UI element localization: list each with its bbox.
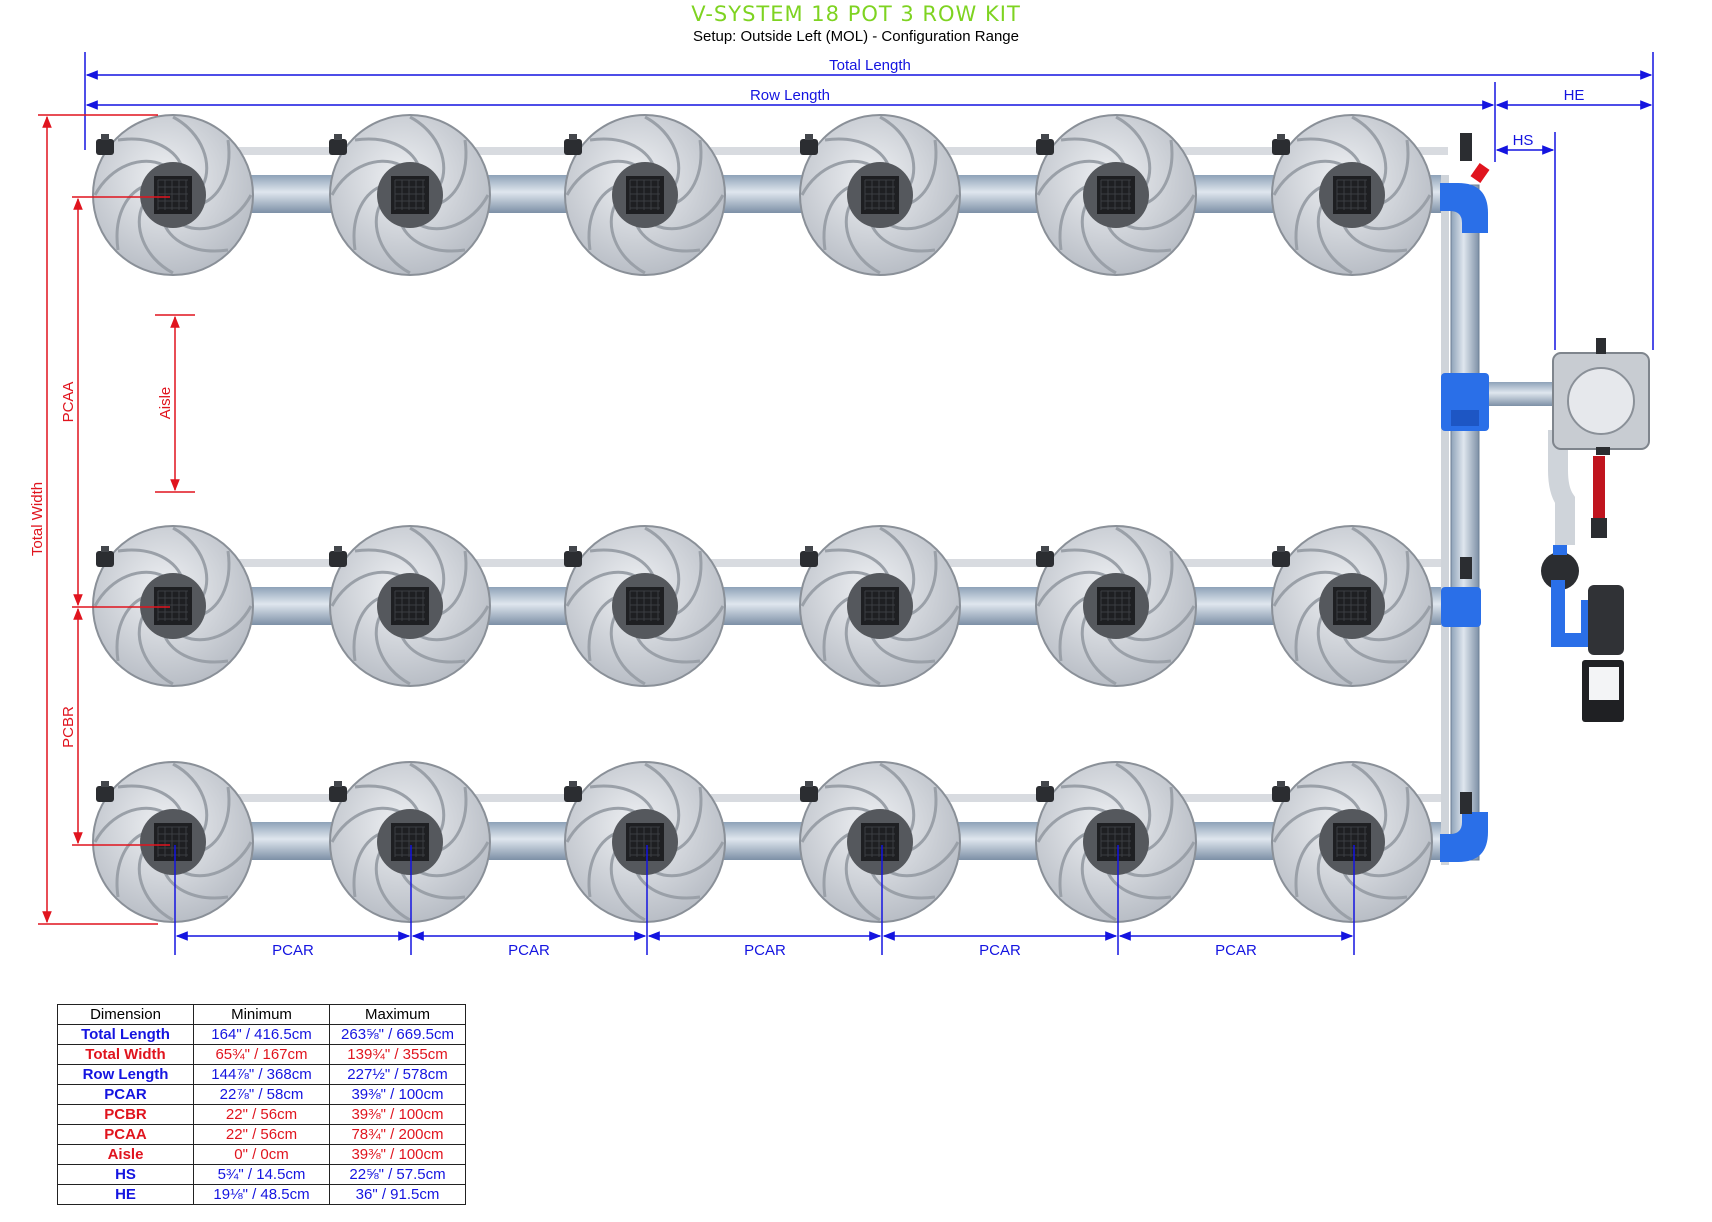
dimension-name-cell: PCBR <box>57 1104 194 1125</box>
maximum-value-cell: 263⅝" / 669.5cm <box>329 1024 466 1045</box>
maximum-value-cell: 139¾" / 355cm <box>329 1044 466 1065</box>
pipework <box>100 147 1575 865</box>
pcbr-dimension: PCBR <box>60 607 170 846</box>
maximum-value-cell: 78¾" / 200cm <box>329 1124 466 1145</box>
minimum-value-cell: 144⅞" / 368cm <box>193 1064 330 1085</box>
diagram-title: V-SYSTEM 18 POT 3 ROW KIT <box>691 2 1021 26</box>
hs-dimension: HS <box>1495 132 1556 350</box>
dimension-name-cell: Row Length <box>57 1064 194 1085</box>
minimum-value-cell: 65¾" / 167cm <box>193 1044 330 1065</box>
dimension-name-cell: PCAR <box>57 1084 194 1105</box>
row-length-label: Row Length <box>750 87 830 104</box>
pcar-label-3: PCAR <box>744 942 786 959</box>
dimension-name-cell: HS <box>57 1164 194 1185</box>
pcaa-dimension: PCAA <box>60 196 170 608</box>
maximum-value-cell: 227½" / 578cm <box>329 1064 466 1085</box>
hs-label: HS <box>1513 132 1534 149</box>
minimum-value-cell: 19⅛" / 48.5cm <box>193 1184 330 1205</box>
dimension-name-cell: HE <box>57 1184 194 1205</box>
diagram-subtitle: Setup: Outside Left (MOL) - Configuratio… <box>693 28 1019 45</box>
pcbr-label: PCBR <box>60 706 77 748</box>
pcar-label-5: PCAR <box>1215 942 1257 959</box>
minimum-value-cell: 22⅞" / 58cm <box>193 1084 330 1105</box>
manifold-fittings <box>1440 133 1490 862</box>
dimension-name-cell: PCAA <box>57 1124 194 1145</box>
minimum-value-cell: 22" / 56cm <box>193 1124 330 1145</box>
maximum-value-cell: 39⅜" / 100cm <box>329 1084 466 1105</box>
dimension-name-cell: Aisle <box>57 1144 194 1165</box>
minimum-value-cell: 164" / 416.5cm <box>193 1024 330 1045</box>
maximum-value-cell: 22⅝" / 57.5cm <box>329 1164 466 1185</box>
total-length-dimension: Total Length <box>84 52 1654 350</box>
maximum-value-cell: 36" / 91.5cm <box>329 1184 466 1205</box>
table-header-row: Dimension Minimum Maximum <box>57 1004 466 1025</box>
aisle-label: Aisle <box>157 387 174 420</box>
he-dimension: HE <box>1495 87 1653 110</box>
column-header-dimension: Dimension <box>57 1004 194 1025</box>
total-width-label: Total Width <box>29 482 46 556</box>
pcar-dimensions: PCAR PCAR PCAR PCAR PCAR <box>174 845 1355 959</box>
maximum-value-cell: 39⅜" / 100cm <box>329 1104 466 1125</box>
pcar-label-1: PCAR <box>272 942 314 959</box>
total-length-label: Total Length <box>829 57 911 74</box>
he-label: HE <box>1564 87 1585 104</box>
maximum-value-cell: 39⅜" / 100cm <box>329 1144 466 1165</box>
pump <box>1541 456 1624 722</box>
total-width-dimension: Total Width <box>29 114 158 925</box>
column-header-maximum: Maximum <box>329 1004 466 1025</box>
pcaa-label: PCAA <box>60 382 77 423</box>
row-length-dimension: Row Length <box>85 82 1496 162</box>
header-tank <box>1552 338 1650 455</box>
minimum-value-cell: 5¾" / 14.5cm <box>193 1164 330 1185</box>
aisle-dimension: Aisle <box>155 314 195 493</box>
minimum-value-cell: 22" / 56cm <box>193 1104 330 1125</box>
dimension-name-cell: Total Length <box>57 1024 194 1045</box>
column-header-minimum: Minimum <box>193 1004 330 1025</box>
dimension-name-cell: Total Width <box>57 1044 194 1065</box>
pcar-label-4: PCAR <box>979 942 1021 959</box>
minimum-value-cell: 0" / 0cm <box>193 1144 330 1165</box>
pcar-label-2: PCAR <box>508 942 550 959</box>
